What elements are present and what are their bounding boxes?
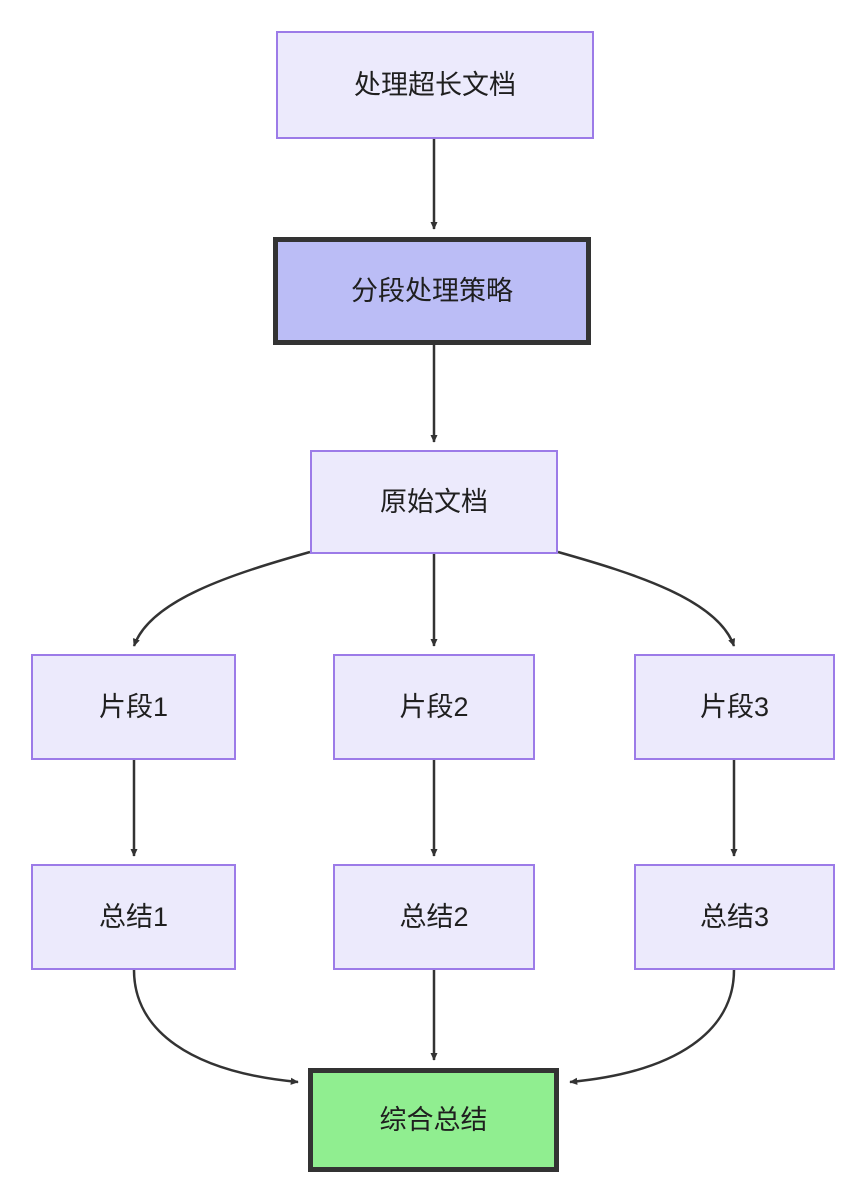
node-n2[interactable]: 分段处理策略 [273,237,591,345]
node-label: 总结2 [399,901,469,932]
node-label: 片段3 [699,691,770,722]
node-label: 片段1 [98,691,169,722]
node-n3[interactable]: 原始文档 [310,450,558,554]
node-label: 处理超长文档 [354,69,516,100]
node-label: 片段2 [399,691,469,722]
edge-n7-to-n10 [132,969,299,1085]
node-n6[interactable]: 片段3 [634,654,835,760]
node-label: 总结1 [98,901,169,932]
node-n7[interactable]: 总结1 [31,864,236,970]
node-n9[interactable]: 总结3 [634,864,835,970]
node-label: 分段处理策略 [351,275,513,306]
node-label: 总结3 [699,901,770,932]
edge-n3-to-n6 [557,550,736,647]
node-n4[interactable]: 片段1 [31,654,236,760]
node-n8[interactable]: 总结2 [333,864,535,970]
node-n10[interactable]: 综合总结 [308,1068,559,1172]
node-label: 原始文档 [380,486,488,517]
edge-n3-to-n4 [132,550,311,647]
node-n5[interactable]: 片段2 [333,654,535,760]
node-label: 综合总结 [379,1104,488,1135]
node-n1[interactable]: 处理超长文档 [276,31,594,139]
edge-n9-to-n10 [569,969,736,1085]
